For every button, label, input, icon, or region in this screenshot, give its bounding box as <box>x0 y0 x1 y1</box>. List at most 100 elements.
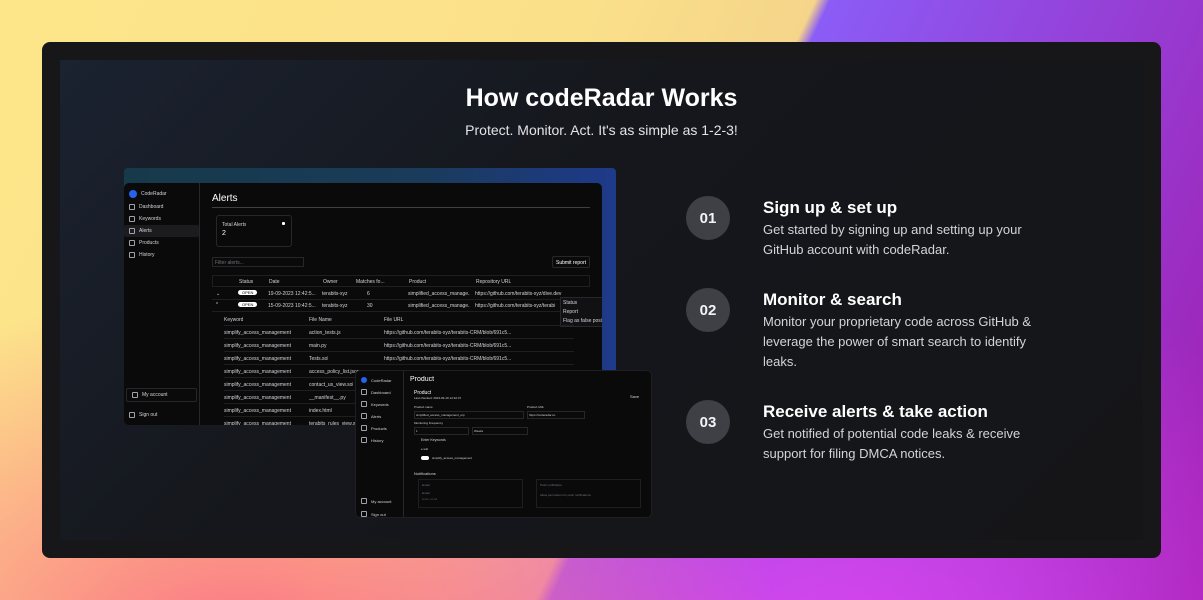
product-name-input[interactable]: simplified_access_management_erp <box>414 411 524 419</box>
step-number: 02 <box>686 288 730 332</box>
chevron-up-icon[interactable]: ^ <box>216 302 219 308</box>
email-field-label: Email <box>422 491 430 495</box>
product: simplified_access_manage... <box>408 303 470 309</box>
col-date[interactable]: Date <box>269 279 280 285</box>
status-badge[interactable]: OPEN <box>238 302 258 307</box>
nav-label: Alerts <box>371 413 382 419</box>
repo-url[interactable]: https://github.com/terabits-xyz/dive.dev <box>475 291 562 297</box>
product-screenshot: CodeRadar Dashboard Keywords Alerts Prod… <box>355 370 652 518</box>
submit-report-button[interactable]: Submit report <box>551 256 590 268</box>
date: 15-09-2023 10:42:5... <box>268 303 316 309</box>
page-title: Alerts <box>212 193 238 204</box>
label: Monitoring Frequency <box>414 421 444 425</box>
step-number: 03 <box>686 400 730 444</box>
keyword: simplify_access_management <box>224 356 291 362</box>
keyword-input[interactable]: e.sub <box>421 447 429 451</box>
logo-icon <box>361 377 367 383</box>
nav-keywords[interactable]: Keywords <box>356 398 403 410</box>
email-input[interactable]: Enter email <box>422 497 438 501</box>
search-icon <box>361 401 367 407</box>
section-title: Product <box>414 390 432 396</box>
logo-icon <box>129 190 137 198</box>
sign-out[interactable]: Sign out <box>124 409 162 421</box>
chevron-down-icon[interactable]: ⌄ <box>216 291 221 297</box>
nav-history[interactable]: History <box>124 249 199 261</box>
keyword: simplify_access_management <box>224 369 291 375</box>
email-panel: Email Email Enter email <box>418 479 523 508</box>
step-description: Monitor your proprietary code across Git… <box>763 314 1032 369</box>
product-url-input[interactable]: https://coderadar.co <box>527 411 585 419</box>
products-icon <box>129 240 135 246</box>
col-status[interactable]: Status <box>239 279 254 285</box>
frequency-input[interactable]: 1 <box>414 427 469 435</box>
nav-label: Keywords <box>371 401 389 407</box>
file-name: access_policy_list.json <box>309 369 360 375</box>
last-checked: Last checked: 2023-09-19 12:42:47 <box>414 396 462 400</box>
save-button[interactable]: Save <box>630 394 640 399</box>
menu-item-status[interactable]: Status <box>563 300 578 306</box>
file-name: contact_us_view.sol <box>309 382 354 388</box>
matches: 30 <box>367 303 373 309</box>
repo-url[interactable]: https://github.com/terabits-xyz/terabi <box>475 303 556 309</box>
file-url[interactable]: https://github.com/terabits-xyz/terabits… <box>384 356 512 362</box>
filter-input[interactable]: Filter alerts... <box>212 257 304 267</box>
step-title: Receive alerts & take action <box>763 402 988 421</box>
nav-keywords[interactable]: Keywords <box>124 213 199 225</box>
history-icon <box>129 252 135 258</box>
step-title: Monitor & search <box>763 290 902 309</box>
my-account[interactable]: My account <box>356 495 396 507</box>
alert-row[interactable]: ^ OPEN 15-09-2023 10:42:5... terabits-xy… <box>212 300 590 312</box>
menu-item-report[interactable]: Report <box>563 309 579 315</box>
file-name: Tests.sol <box>309 356 329 362</box>
step-description: Get started by signing up and setting up… <box>763 222 1022 257</box>
alert-row[interactable]: ⌄ OPEN 19-09-2023 12:42:5... terabits-xy… <box>212 288 590 300</box>
file-name: __manifest__.py <box>309 395 346 401</box>
nav-alerts[interactable]: Alerts <box>124 225 199 237</box>
stat-value: 2 <box>222 230 226 237</box>
push-checkbox[interactable]: Allow permission for push notifications <box>540 493 591 497</box>
file-name: index.html <box>309 408 332 414</box>
dashboard-icon <box>129 204 135 210</box>
email-label: Email <box>422 483 430 487</box>
user-icon <box>361 498 367 504</box>
products-icon <box>361 425 367 431</box>
keyword-toggle[interactable] <box>421 456 429 460</box>
account-label: My account <box>142 392 168 398</box>
nav-history[interactable]: History <box>356 434 403 446</box>
col-product[interactable]: Product <box>409 279 427 285</box>
keyword: simplify_access_management <box>224 382 291 388</box>
owner: terabits-xyz <box>322 303 348 309</box>
nav-products[interactable]: Products <box>356 422 403 434</box>
status-badge[interactable]: OPEN <box>238 290 258 295</box>
col-repo-url[interactable]: Repository URL <box>476 279 512 285</box>
nav-dashboard[interactable]: Dashboard <box>356 386 403 398</box>
menu-item-flag-false-positive[interactable]: Flag as false positive <box>563 318 602 324</box>
keyword: Keyword <box>224 317 244 323</box>
col-matches[interactable]: Matches fo... <box>356 279 385 285</box>
file-url[interactable]: https://github.com/terabits-xyz/terabits… <box>384 343 512 349</box>
keyword: simplify_access_management <box>224 330 291 336</box>
user-icon <box>132 392 138 398</box>
nav-label: History <box>371 437 384 443</box>
frequency-unit-select[interactable]: Weeks <box>472 427 528 435</box>
matches: 6 <box>367 291 370 297</box>
stat-label: Total Alerts <box>222 222 247 228</box>
label: Product name <box>414 405 433 409</box>
push-panel: Push notification Allow permission for p… <box>536 479 641 508</box>
sign-out[interactable]: Sign out <box>356 508 391 517</box>
my-account[interactable]: My account <box>126 388 197 402</box>
nav-alerts[interactable]: Alerts <box>356 410 403 422</box>
brand: CodeRadar <box>371 377 392 383</box>
file-url[interactable]: https://github.com/terabits-xyz/terabits… <box>384 330 512 336</box>
nav-label: Dashboard <box>371 389 391 395</box>
nav-products[interactable]: Products <box>124 237 199 249</box>
file-url[interactable]: File URL <box>384 317 404 323</box>
warning-icon <box>361 413 367 419</box>
sign-out-icon <box>129 412 135 418</box>
nav-dashboard[interactable]: Dashboard <box>124 201 199 213</box>
step-title: Sign up & set up <box>763 198 898 217</box>
section-subtitle: Protect. Monitor. Act. It's as simple as… <box>465 122 738 138</box>
col-owner[interactable]: Owner <box>323 279 338 285</box>
